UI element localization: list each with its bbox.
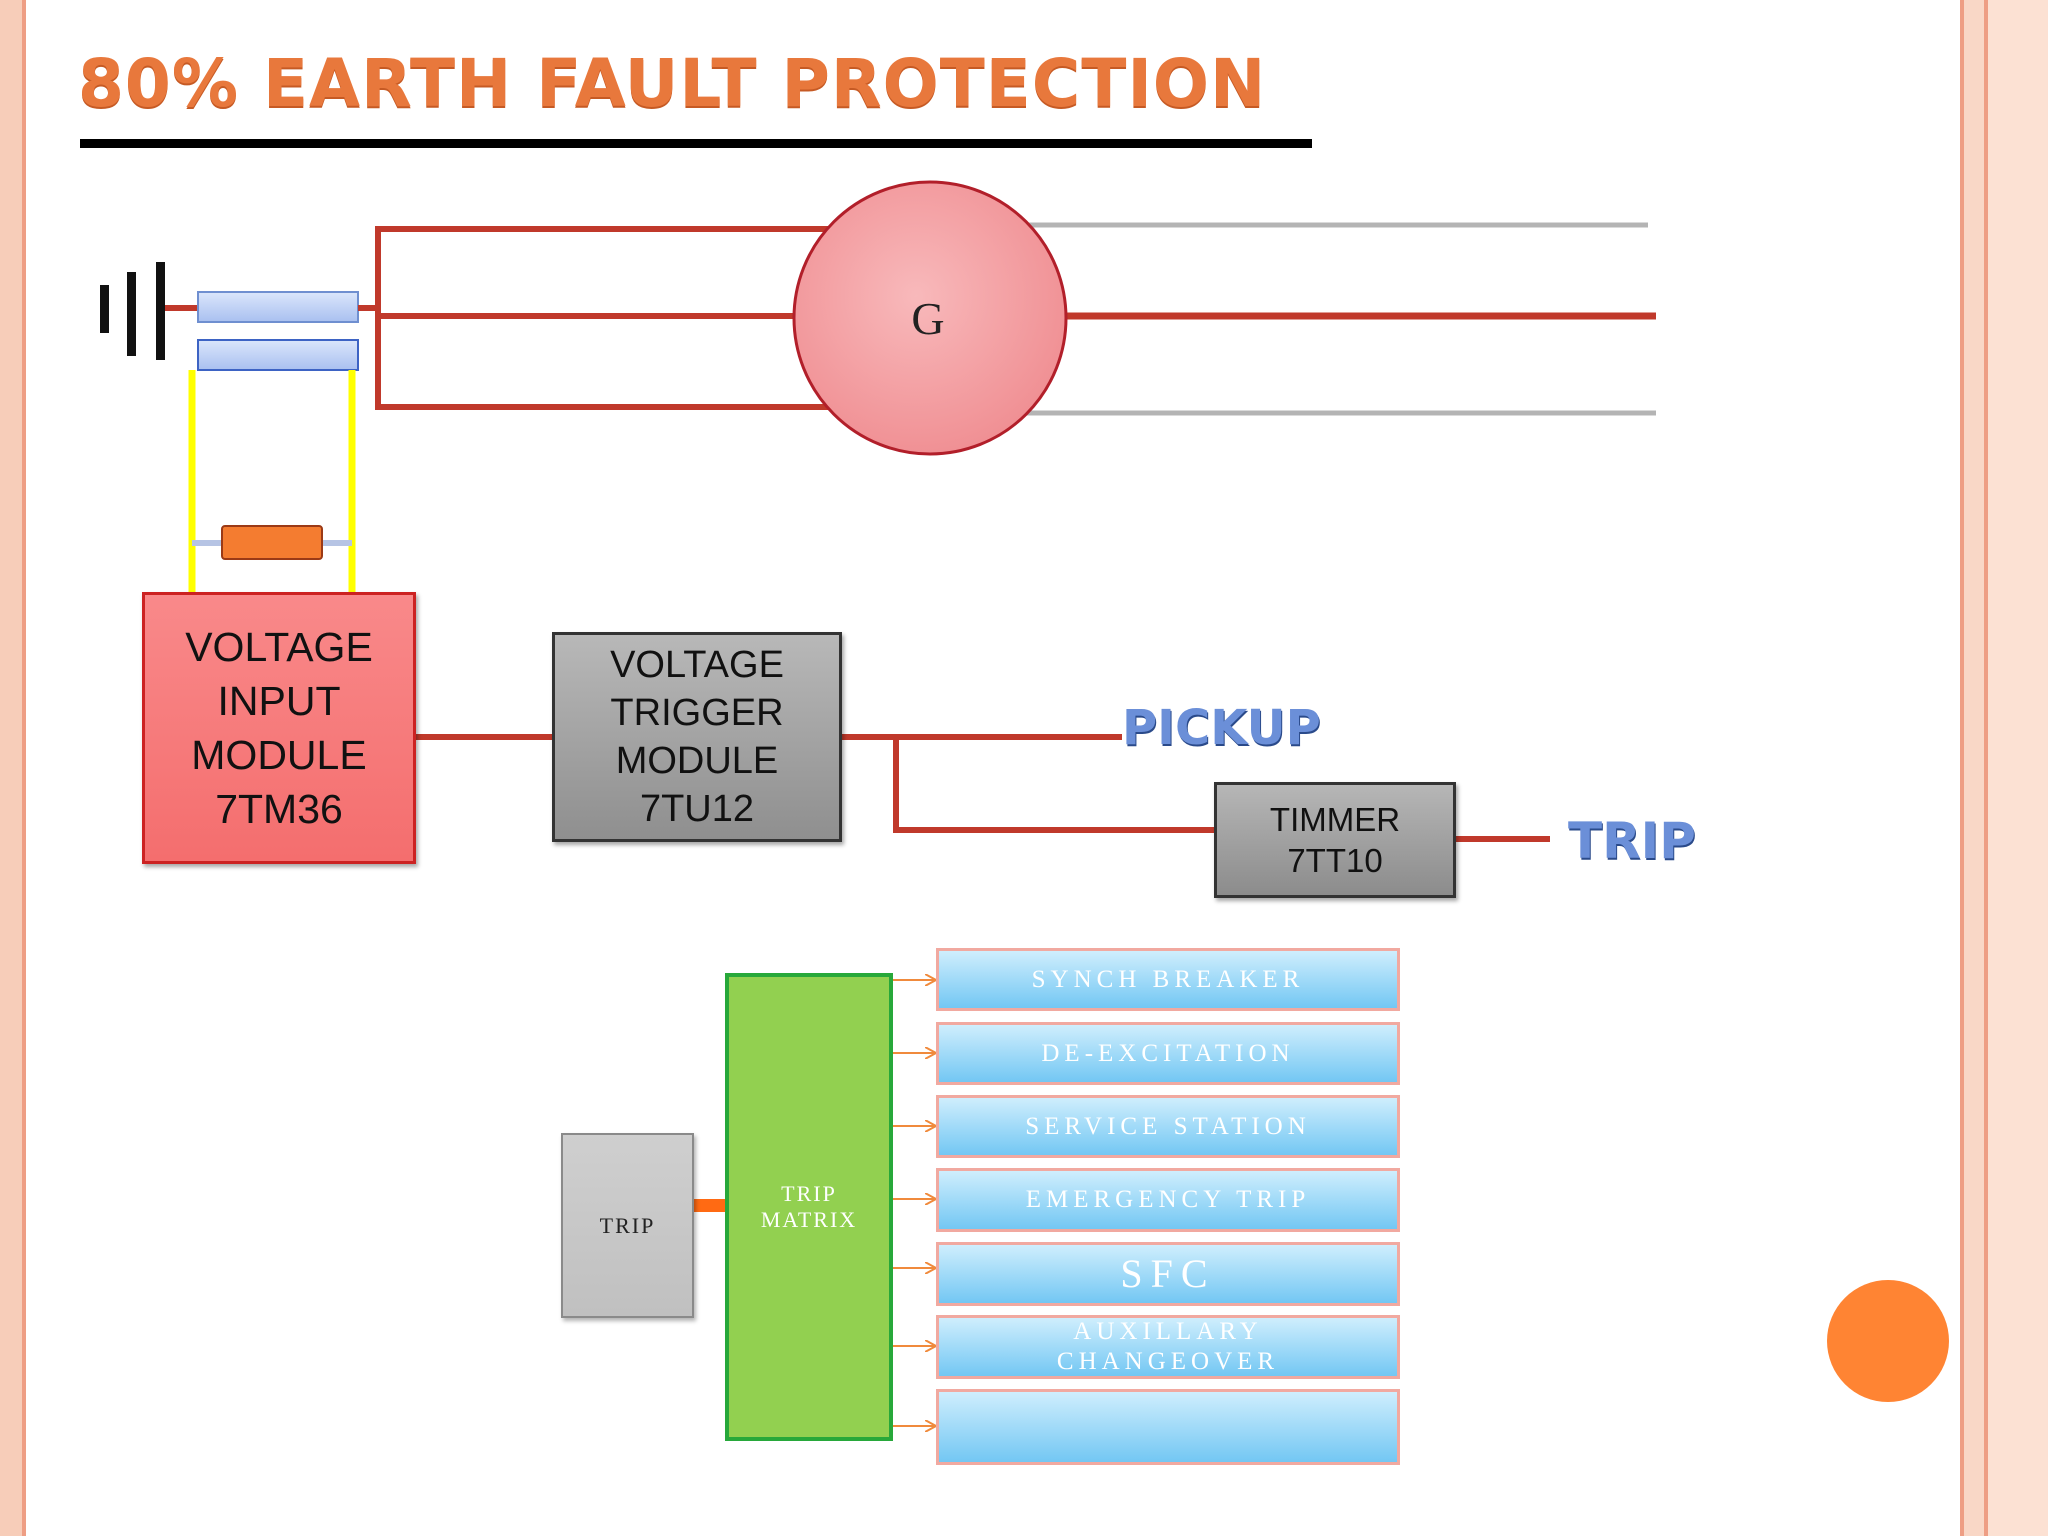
output-service-station: SERVICE STATION bbox=[936, 1095, 1400, 1158]
generator-circle bbox=[792, 180, 1068, 456]
output-label: SFC bbox=[1120, 1251, 1216, 1296]
ct-lower bbox=[197, 339, 359, 371]
output-label: AUXILLARY CHANGEOVER bbox=[1056, 1318, 1280, 1375]
voltage-input-line: VOLTAGE bbox=[185, 624, 373, 670]
voltage-trigger-module: VOLTAGE TRIGGER MODULE 7TU12 bbox=[552, 632, 842, 842]
trip-matrix-line: MATRIX bbox=[760, 1207, 858, 1232]
right-border bbox=[1964, 0, 1984, 1536]
voltage-input-module: VOLTAGE INPUT MODULE 7TM36 bbox=[142, 592, 416, 864]
output-emergency-trip: EMERGENCY TRIP bbox=[936, 1168, 1400, 1232]
output-label: EMERGENCY TRIP bbox=[1025, 1186, 1311, 1213]
accent-circle bbox=[1827, 1280, 1949, 1402]
output-synch-breaker: SYNCH BREAKER bbox=[936, 948, 1400, 1011]
loading-resistor bbox=[221, 525, 323, 560]
right-border-line bbox=[1984, 0, 1988, 1536]
timer-line: TIMMER bbox=[1269, 801, 1401, 838]
output-label: SERVICE STATION bbox=[1025, 1112, 1311, 1140]
generator-label: G bbox=[911, 293, 945, 344]
voltage-trigger-module-text: VOLTAGE TRIGGER MODULE 7TU12 bbox=[610, 641, 784, 833]
left-border bbox=[0, 0, 22, 1536]
earth-symbol bbox=[100, 262, 165, 360]
voltage-input-line: INPUT bbox=[217, 678, 341, 724]
timer-module: TIMMER 7TT10 bbox=[1214, 782, 1456, 898]
timer-module-text: TIMMER 7TT10 bbox=[1270, 799, 1400, 881]
output-label: DE-EXCITATION bbox=[1041, 1039, 1295, 1067]
matrix-output-arrows bbox=[893, 980, 936, 1426]
trip-matrix-line: TRIP bbox=[781, 1181, 837, 1206]
output-label: SYNCH BREAKER bbox=[1031, 965, 1305, 993]
output-de-excitation: DE-EXCITATION bbox=[936, 1022, 1400, 1085]
title-block: 80% EARTH FAULT PROTECTION bbox=[78, 44, 1318, 154]
voltage-trigger-line: MODULE bbox=[615, 740, 779, 782]
trip-source-label: TRIP bbox=[599, 1212, 656, 1238]
trip-source-block: TRIP bbox=[561, 1133, 694, 1318]
left-border-inner bbox=[22, 0, 26, 1536]
output-spare bbox=[936, 1389, 1400, 1465]
slide-title: 80% EARTH FAULT PROTECTION bbox=[78, 45, 1267, 122]
voltage-input-module-text: VOLTAGE INPUT MODULE 7TM36 bbox=[185, 620, 373, 836]
voltage-input-line: MODULE bbox=[191, 732, 367, 778]
output-auxillary-changeover: AUXILLARY CHANGEOVER bbox=[936, 1315, 1400, 1379]
output-sfc: SFC bbox=[936, 1242, 1400, 1306]
right-border-outer bbox=[1988, 0, 2048, 1536]
timer-line: 7TT10 bbox=[1287, 842, 1383, 879]
voltage-trigger-line: TRIGGER bbox=[610, 692, 784, 734]
voltage-trigger-line: 7TU12 bbox=[639, 788, 755, 830]
voltage-input-line: 7TM36 bbox=[215, 786, 343, 832]
title-underline bbox=[80, 139, 1312, 148]
trip-matrix: TRIP MATRIX bbox=[725, 973, 893, 1441]
right-border-inner bbox=[1960, 0, 1964, 1536]
trip-link bbox=[694, 1199, 725, 1212]
voltage-trigger-line: VOLTAGE bbox=[610, 644, 784, 686]
trip-matrix-text: TRIP MATRIX bbox=[761, 1181, 857, 1233]
trip-label: TRIP bbox=[1568, 812, 1696, 870]
ct-upper bbox=[197, 291, 359, 323]
pickup-label: PICKUP bbox=[1122, 700, 1321, 756]
